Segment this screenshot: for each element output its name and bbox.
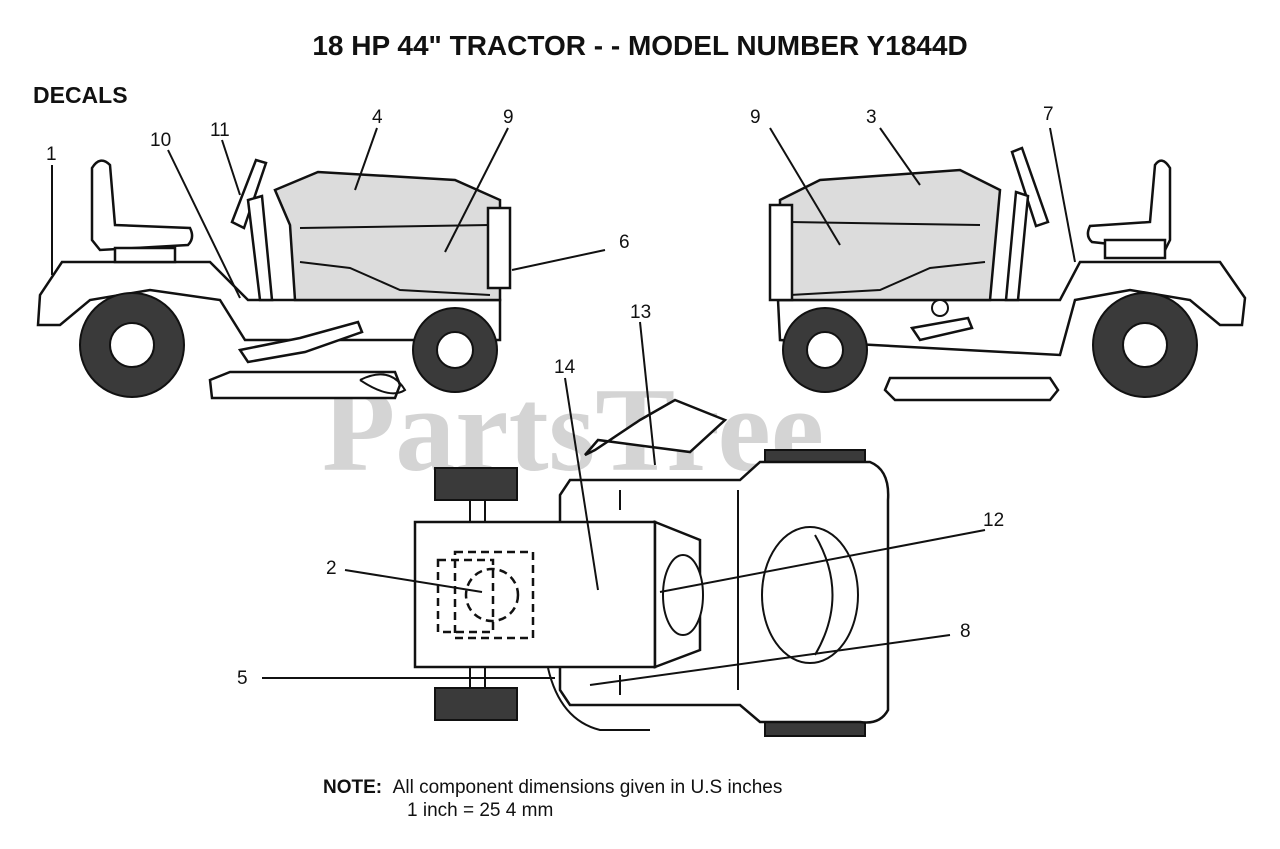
- top-front-tire-upper: [434, 467, 518, 501]
- callout-3: 3: [866, 107, 877, 128]
- leader-8: [589, 634, 951, 686]
- left-rear-rim: [109, 322, 155, 368]
- leader-lines: [51, 127, 1076, 686]
- left-steering-wheel: [230, 158, 268, 230]
- diagram-title: 18 HP 44" TRACTOR - - MODEL NUMBER Y1844…: [312, 30, 968, 61]
- right-fuel-cap: [931, 299, 949, 317]
- right-seat: [1086, 159, 1172, 252]
- callout-13: 13: [630, 302, 651, 323]
- top-steering-wheel: [662, 554, 704, 636]
- leader-9-left: [444, 127, 509, 253]
- right-grille: [768, 203, 794, 302]
- callout-12: 12: [983, 510, 1004, 531]
- callout-4: 4: [372, 107, 383, 128]
- top-engine-cap: [464, 567, 520, 623]
- callout-9-left: 9: [503, 107, 514, 128]
- callout-8: 8: [960, 621, 971, 642]
- right-front-rim: [806, 331, 844, 369]
- leader-3: [879, 127, 921, 186]
- callout-6: 6: [619, 232, 630, 253]
- left-steering-column: [246, 194, 274, 302]
- top-engine-outline-outer: [436, 558, 495, 634]
- right-frame: [776, 260, 1247, 357]
- left-hood: [273, 170, 502, 302]
- leader-6: [511, 249, 606, 271]
- callout-5: 5: [237, 668, 248, 689]
- top-seat: [761, 526, 859, 664]
- top-front-axle: [469, 500, 486, 688]
- leader-10: [167, 149, 241, 299]
- left-side-view: [36, 158, 512, 400]
- top-hood: [413, 520, 657, 669]
- left-deck-chute: [359, 373, 407, 395]
- leader-11: [221, 139, 241, 196]
- right-steering-column: [1004, 190, 1030, 302]
- top-engine-outline-inner: [453, 550, 535, 640]
- callout-labels: 1 10 11 4 9 6 9 3 7 13 14 12 2 8 5: [46, 104, 1054, 689]
- leader-9-right: [769, 127, 841, 246]
- top-seat-contour: [814, 534, 834, 656]
- leader-2: [344, 569, 483, 593]
- right-hood: [778, 168, 1002, 302]
- top-seat-back: [584, 398, 728, 457]
- right-hood-stripe: [789, 261, 986, 296]
- top-front-tire-lower: [434, 687, 518, 721]
- right-seat-base: [1103, 238, 1167, 260]
- left-seat-base: [113, 246, 177, 264]
- leader-4: [354, 127, 378, 191]
- left-front-rim: [436, 331, 474, 369]
- right-mower-deck: [883, 376, 1060, 402]
- callout-14: 14: [554, 357, 576, 378]
- left-pedal: [237, 320, 364, 364]
- right-side-view: [768, 146, 1247, 402]
- leader-14: [564, 377, 599, 591]
- left-seat: [90, 159, 194, 252]
- callout-2: 2: [326, 558, 337, 579]
- left-hood-stripe: [299, 261, 491, 296]
- callout-9-right: 9: [750, 107, 761, 128]
- callout-10: 10: [150, 130, 171, 151]
- dimension-note: NOTE: All component dimensions given in …: [323, 776, 782, 822]
- callout-7: 7: [1043, 104, 1054, 125]
- note-label: NOTE:: [323, 777, 383, 798]
- left-mower-deck: [208, 370, 402, 400]
- right-hood-line: [789, 221, 981, 226]
- leader-12: [659, 529, 986, 593]
- leader-7: [1049, 127, 1076, 263]
- leader-13: [639, 321, 656, 466]
- right-pedal: [909, 316, 974, 342]
- section-label: DECALS: [33, 82, 128, 108]
- note-line-2: 1 inch = 25 4 mm: [407, 800, 554, 821]
- right-rear-rim: [1122, 322, 1168, 368]
- top-deck-edge: [547, 667, 650, 731]
- top-view: [413, 398, 890, 737]
- note-line-1: All component dimensions given in U.S in…: [392, 777, 783, 798]
- left-grille: [486, 206, 512, 290]
- callout-1: 1: [46, 144, 57, 165]
- callout-11: 11: [210, 120, 230, 141]
- top-rear-tire-lower: [764, 721, 866, 737]
- right-steering-wheel: [1010, 146, 1050, 228]
